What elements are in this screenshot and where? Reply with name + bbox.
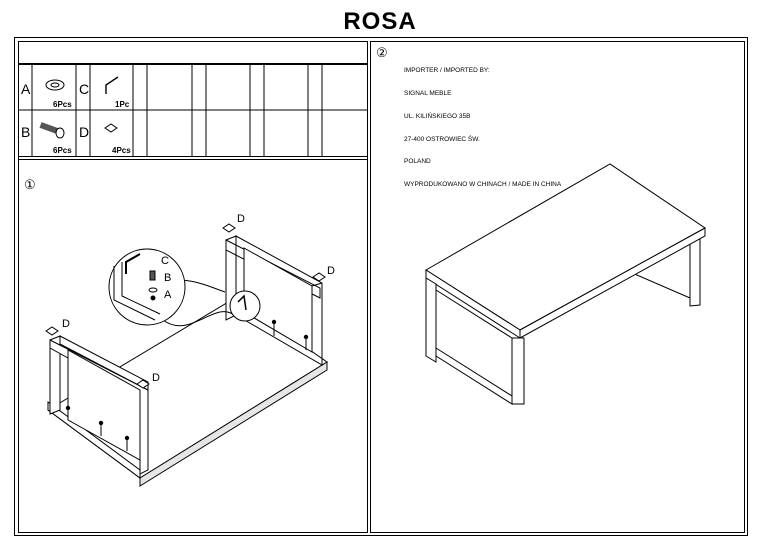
step2-table-drawing [425, 163, 706, 405]
tabletop-edge [139, 361, 328, 487]
front-frame-leg [49, 335, 149, 475]
part-qty-c: 1Pc [115, 100, 130, 109]
parts-header-strip [18, 41, 368, 64]
callout-a: A [164, 289, 172, 301]
importer-line: WYPRODUKOWANO W CHINACH / MADE IN CHINA [404, 181, 562, 189]
callout-b: B [164, 272, 172, 284]
page-frame [14, 37, 748, 536]
importer-line: POLAND [404, 158, 431, 166]
foot-pad-icon [104, 123, 118, 133]
step-two-marker: ② [376, 45, 388, 60]
importer-line: IMPORTER / IMPORTED BY: [404, 67, 490, 75]
back-frame-leg [225, 235, 323, 366]
bolt-icon [39, 122, 65, 139]
part-letter-d: D [79, 124, 90, 140]
importer-line: UL. KILIŃSKIEGO 35B [404, 112, 471, 120]
callout-d-4: D [152, 372, 160, 384]
part-qty-b: 6Pcs [53, 146, 72, 155]
callout-d-2: D [327, 265, 335, 277]
foot-pad-icon [45, 223, 326, 389]
allen-key-icon [105, 76, 119, 94]
right-panel [370, 41, 745, 533]
callout-c: C [161, 255, 169, 267]
part-letter-c: C [79, 81, 90, 97]
assembled-front-leg [425, 277, 525, 405]
washer-icon [45, 79, 65, 91]
step-one-marker: ① [24, 177, 36, 192]
part-qty-a: 6Pcs [53, 100, 72, 109]
part-letter-a: A [21, 81, 31, 97]
bolt-icon [65, 311, 309, 451]
detail-callout [108, 248, 261, 327]
step1-table-drawing [47, 235, 328, 487]
step1-panel [18, 159, 368, 533]
part-qty-d: 4Pcs [112, 146, 131, 155]
callout-d-3: D [62, 318, 70, 330]
callout-d-1: D [237, 213, 245, 225]
importer-line: 27-400 OSTROWIEC ŚW. [404, 135, 480, 143]
importer-line: SIGNAL MEBLE [404, 89, 452, 97]
part-letter-b: B [21, 124, 31, 140]
product-title: ROSA [343, 8, 417, 35]
importer-info: IMPORTER / IMPORTED BY: SIGNAL MEBLE UL.… [404, 52, 561, 196]
